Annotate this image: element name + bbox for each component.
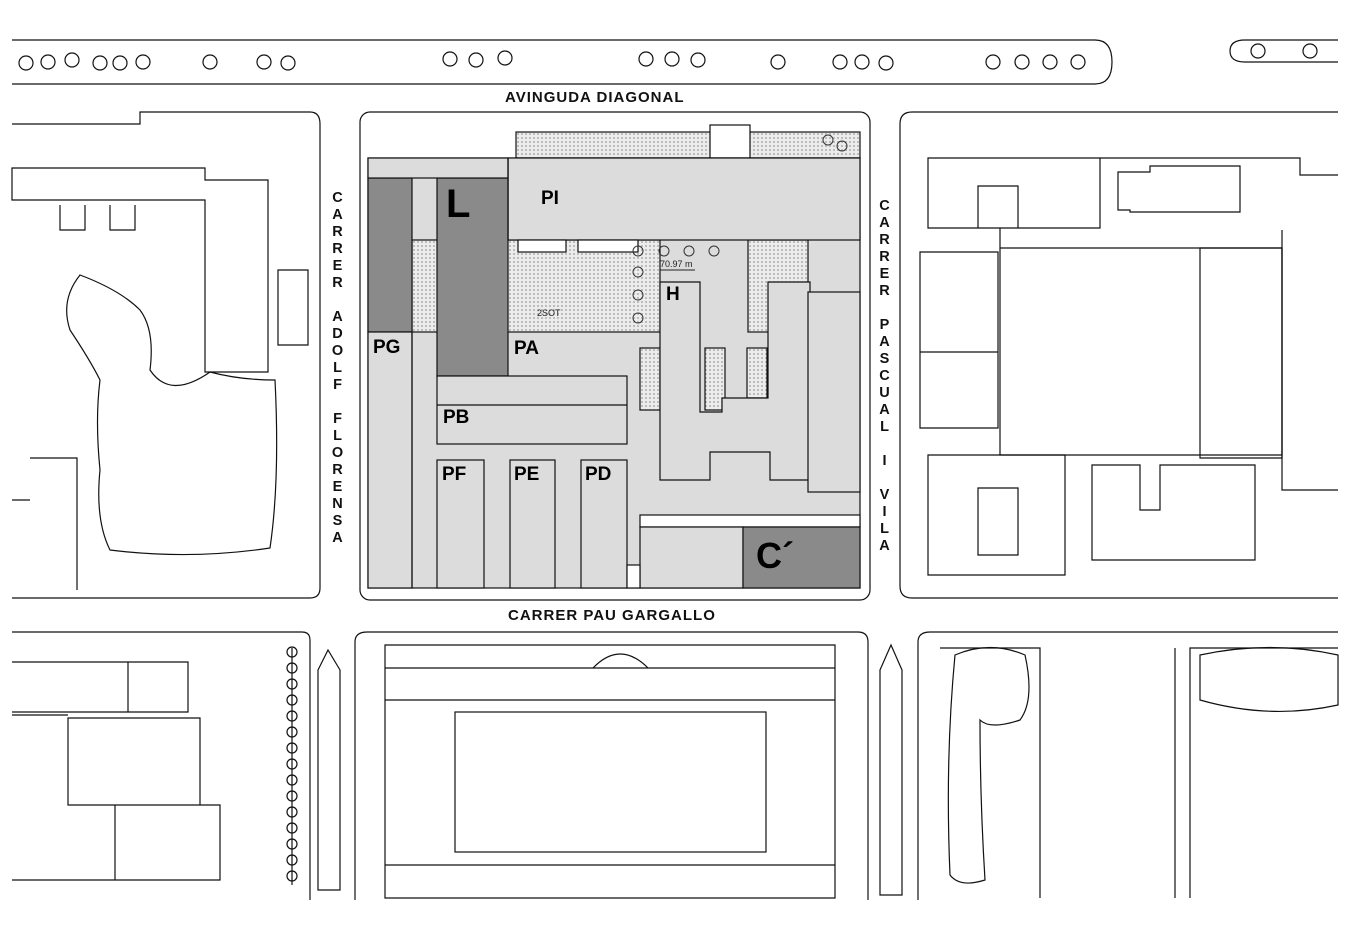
- building-H: [659, 281, 811, 481]
- southeast-trees: [947, 646, 1339, 884]
- building-PG-dark: [367, 177, 413, 333]
- dimension-label: 70.97 m: [660, 259, 693, 269]
- building-PG: [367, 331, 413, 589]
- southwest-tree-column: [286, 646, 298, 882]
- street-label-east: CARRER PASCUAL I VILA: [876, 198, 893, 555]
- basement-label: 2SOT: [537, 308, 561, 318]
- label-H: H: [666, 284, 680, 305]
- building-PB: [436, 375, 628, 445]
- street-label-south: CARRER PAU GARGALLO: [508, 607, 716, 624]
- street-label-north: AVINGUDA DIAGONAL: [505, 89, 685, 106]
- building-L: [436, 177, 509, 377]
- diagonal-median-east: [1229, 39, 1338, 63]
- park-outline: [66, 274, 278, 556]
- label-PG: PG: [373, 337, 401, 358]
- east-block: [899, 111, 1338, 599]
- building-PE: [509, 459, 556, 589]
- street-trees: [18, 43, 1318, 71]
- label-PF: PF: [442, 464, 467, 485]
- label-PA: PA: [514, 338, 539, 359]
- building-PI: [507, 157, 861, 241]
- southwest-block: [12, 631, 311, 900]
- diagonal-median: [12, 39, 1113, 85]
- median-east: [879, 643, 903, 896]
- label-PI: PI: [541, 188, 559, 209]
- west-block: [12, 111, 321, 599]
- building-PD: [580, 459, 628, 589]
- building-PF: [436, 459, 485, 589]
- south-center-block: [354, 631, 869, 900]
- label-PE: PE: [514, 464, 540, 485]
- street-label-west: CARRER ADOLF FLORENSA: [329, 190, 346, 547]
- label-L: L: [446, 182, 471, 226]
- label-C: C´: [756, 535, 794, 576]
- label-PD: PD: [585, 464, 612, 485]
- north-hatched-strip: [515, 131, 861, 159]
- label-PB: PB: [443, 407, 470, 428]
- southeast-block: [917, 631, 1338, 900]
- main-block-outline: [359, 111, 871, 601]
- median-west: [317, 648, 341, 891]
- courtyard-trees: [632, 134, 848, 324]
- building-C: [742, 526, 861, 589]
